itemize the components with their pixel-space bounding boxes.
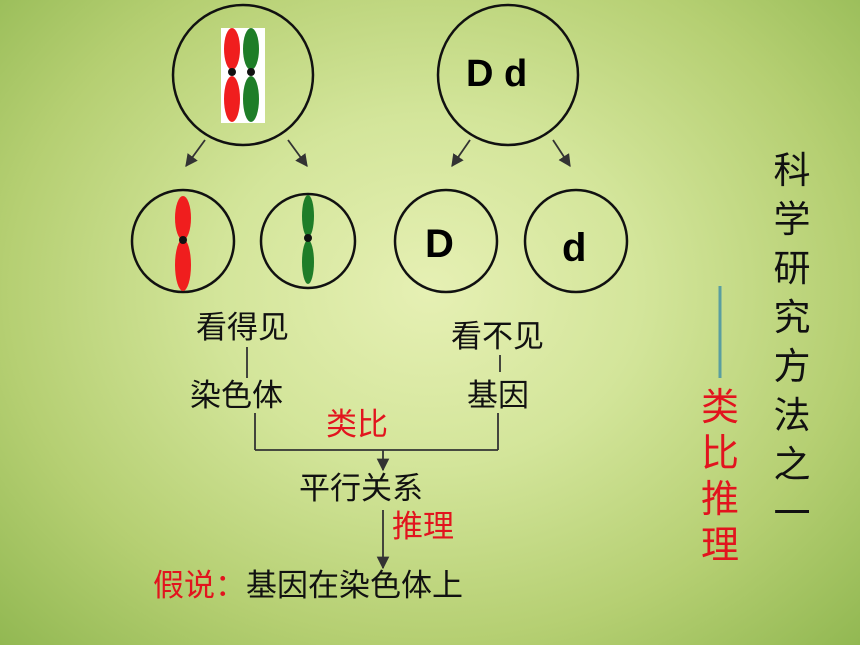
recessive-allele-label: d: [562, 226, 587, 270]
daughter-cell-recessive-allele: [523, 188, 629, 294]
sidebar-title-vertical: 科学研究方法之一: [773, 149, 811, 535]
parent-cell-alleles: [436, 3, 580, 147]
gene-label: 基因: [467, 378, 529, 414]
chromosome-label: 染色体: [190, 378, 283, 414]
connector-lines: [246, 347, 501, 570]
allele-pair-label: D d: [466, 53, 528, 95]
hypothesis-line: 假说：基因在染色体上: [153, 571, 463, 602]
division-arrows: [185, 139, 571, 168]
parallel-relation-label: 平行关系: [299, 471, 423, 507]
daughter-cell-green-chromosome: [259, 192, 357, 290]
method-name-vertical: 类比推理: [700, 385, 739, 567]
daughter-cell-red-chromosome: [130, 188, 236, 294]
daughter-cell-dominant-allele: [393, 188, 499, 294]
hypothesis-text: 基因在染色体上: [246, 568, 463, 604]
visible-label: 看得见: [196, 310, 289, 346]
analogy-label: 类比: [326, 407, 388, 443]
dominant-allele-label: D: [425, 222, 454, 266]
reasoning-label: 推理: [392, 509, 454, 545]
invisible-label: 看不见: [451, 319, 544, 355]
homologous-chromosome-pair: [221, 28, 265, 123]
parent-cell-chromosomes: [171, 3, 315, 147]
hypothesis-prefix: 假说：: [153, 568, 246, 604]
